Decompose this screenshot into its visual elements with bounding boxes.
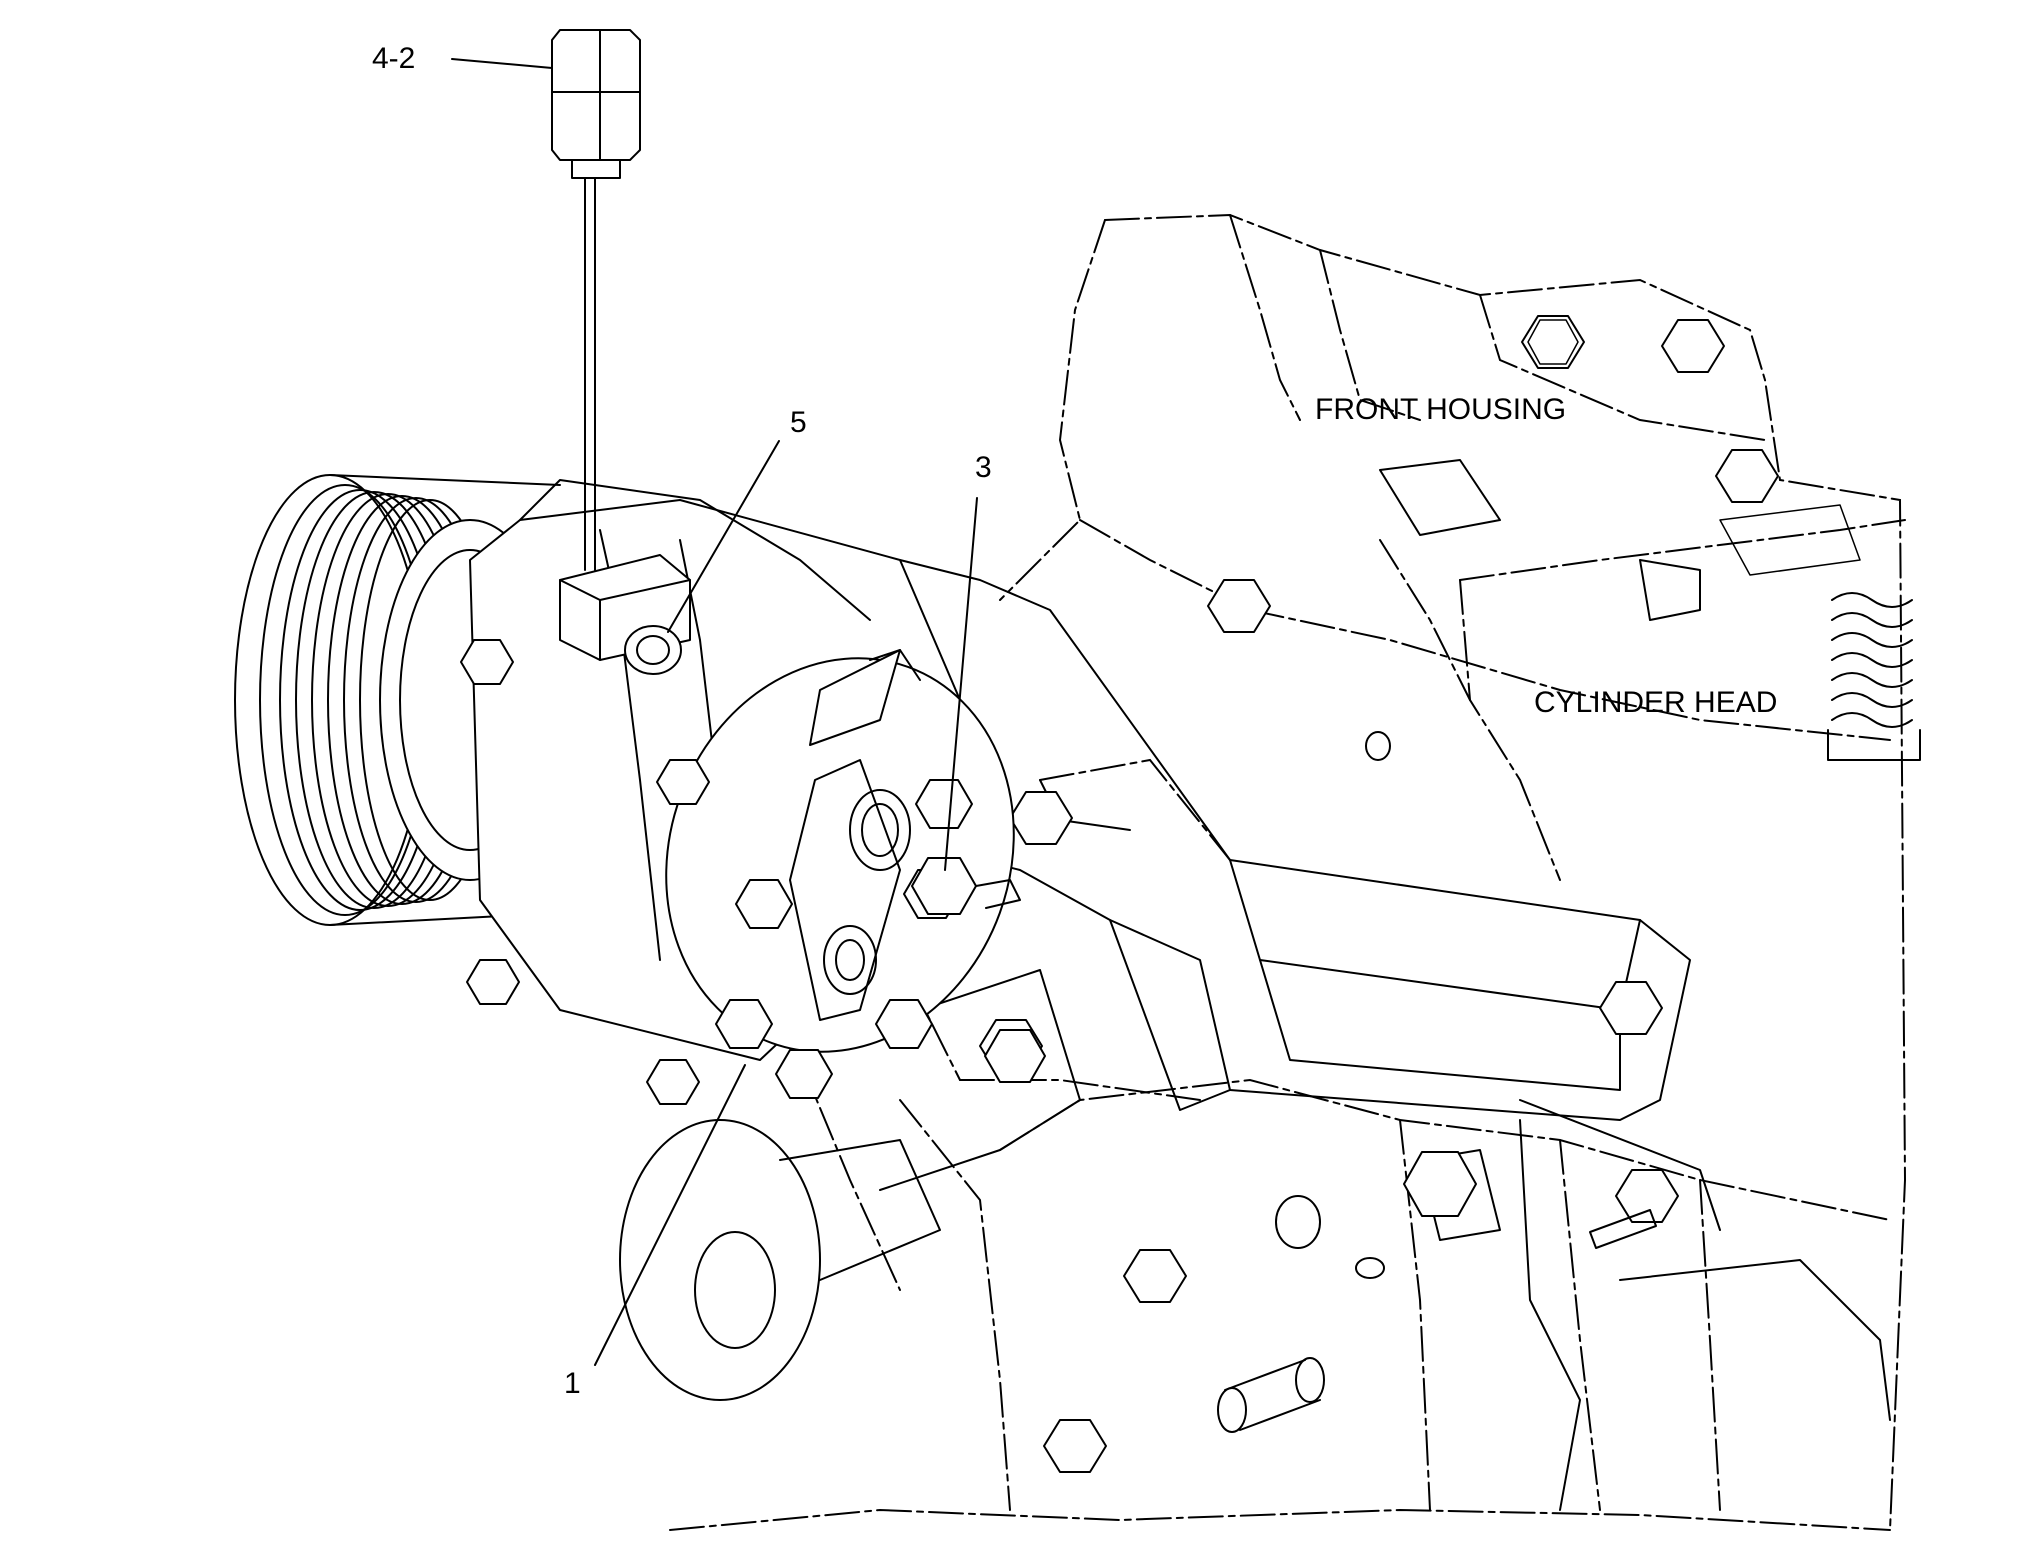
hex-bolt-icon	[715, 999, 773, 1049]
callout-label-5: 5	[790, 406, 807, 439]
hex-bolt-icon	[1521, 315, 1585, 369]
ac-compressor	[234, 474, 1046, 1105]
hex-bolt-icon	[1715, 449, 1779, 503]
hex-bolt-icon	[735, 879, 793, 929]
hex-bolt-icon	[875, 999, 933, 1049]
cylinder-head-outline	[1459, 504, 1906, 881]
callout-label-1: 1	[564, 1367, 581, 1400]
compressor-mounting-bracket	[799, 559, 1721, 1511]
plug-item-5	[624, 625, 682, 675]
lower-pulley	[619, 1059, 941, 1401]
compressor-bolt-item-3	[911, 857, 1021, 915]
hex-bolt-icon	[466, 959, 520, 1005]
hex-bolt-icon	[984, 1029, 1046, 1083]
hex-bolt-icon	[1615, 1169, 1679, 1223]
hex-bolt-icon	[460, 639, 514, 685]
valve-spring	[1827, 592, 1921, 761]
hex-bolt-icon	[1207, 579, 1271, 633]
front-housing-outline	[999, 213, 1907, 1531]
callout-label-4-2: 4-2	[372, 42, 415, 75]
hex-bolt-icon	[1043, 1419, 1107, 1473]
hex-bolt-icon	[1661, 319, 1725, 373]
callout-leaders	[451, 58, 978, 1366]
compressor-bolt-item-1	[775, 1049, 833, 1099]
hex-bolt-icon	[1009, 791, 1073, 845]
hex-bolt-icon	[1403, 1151, 1477, 1217]
hex-bolt-icon	[1599, 981, 1663, 1035]
callout-label-3: 3	[975, 451, 992, 484]
cylinder-head-label: CYLINDER HEAD	[1534, 686, 1777, 719]
hex-bolt-icon	[1123, 1249, 1187, 1303]
harness-connector-item-4-2	[551, 29, 641, 571]
hex-bolt-icon	[656, 759, 710, 805]
front-housing-label: FRONT HOUSING	[1315, 393, 1566, 426]
housing-bolts	[979, 315, 1779, 1473]
hex-bolt-icon	[646, 1059, 700, 1105]
hex-bolt-icon	[915, 779, 973, 829]
